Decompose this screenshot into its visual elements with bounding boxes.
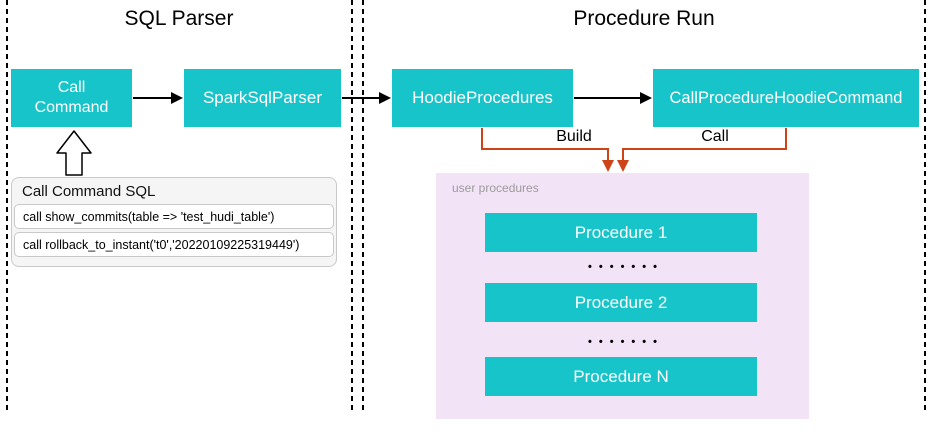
dashed-border-sql-left	[6, 0, 8, 412]
hollow-up-arrow	[56, 130, 92, 176]
edge-label-build: Build	[556, 128, 592, 145]
ellipsis-dots: •••••••	[588, 336, 664, 348]
user-procedures-label: user procedures	[452, 181, 539, 195]
user-procedures-panel: user procedures Procedure 1 ••••••• Proc…	[436, 173, 809, 419]
call-command-sql-panel: Call Command SQL call show_commits(table…	[11, 177, 337, 267]
node-call-procedure-hoodie-command: CallProcedureHoodieCommand	[653, 69, 919, 127]
region-title-procedure-run: Procedure Run	[573, 7, 715, 30]
dashed-border-sql-right	[351, 0, 353, 412]
procedure-bar-1: Procedure 1	[485, 213, 757, 252]
sql-example-row: call show_commits(table => 'test_hudi_ta…	[14, 204, 334, 229]
procedure-bar-2: Procedure 2	[485, 283, 757, 322]
node-call-command: Call Command	[11, 69, 132, 127]
sql-example-row: call rollback_to_instant('t0','202201092…	[14, 232, 334, 257]
region-title-sql-parser: SQL Parser	[124, 7, 234, 30]
procedure-bar-n: Procedure N	[485, 357, 757, 396]
node-hoodie-procedures: HoodieProcedures	[392, 69, 573, 127]
edge-label-call: Call	[701, 128, 729, 145]
ellipsis-dots: •••••••	[588, 261, 664, 273]
dashed-border-proc-left	[362, 0, 364, 412]
dashed-border-proc-right	[924, 0, 926, 412]
sql-panel-header: Call Command SQL	[22, 183, 156, 200]
node-spark-sql-parser: SparkSqlParser	[184, 69, 341, 127]
